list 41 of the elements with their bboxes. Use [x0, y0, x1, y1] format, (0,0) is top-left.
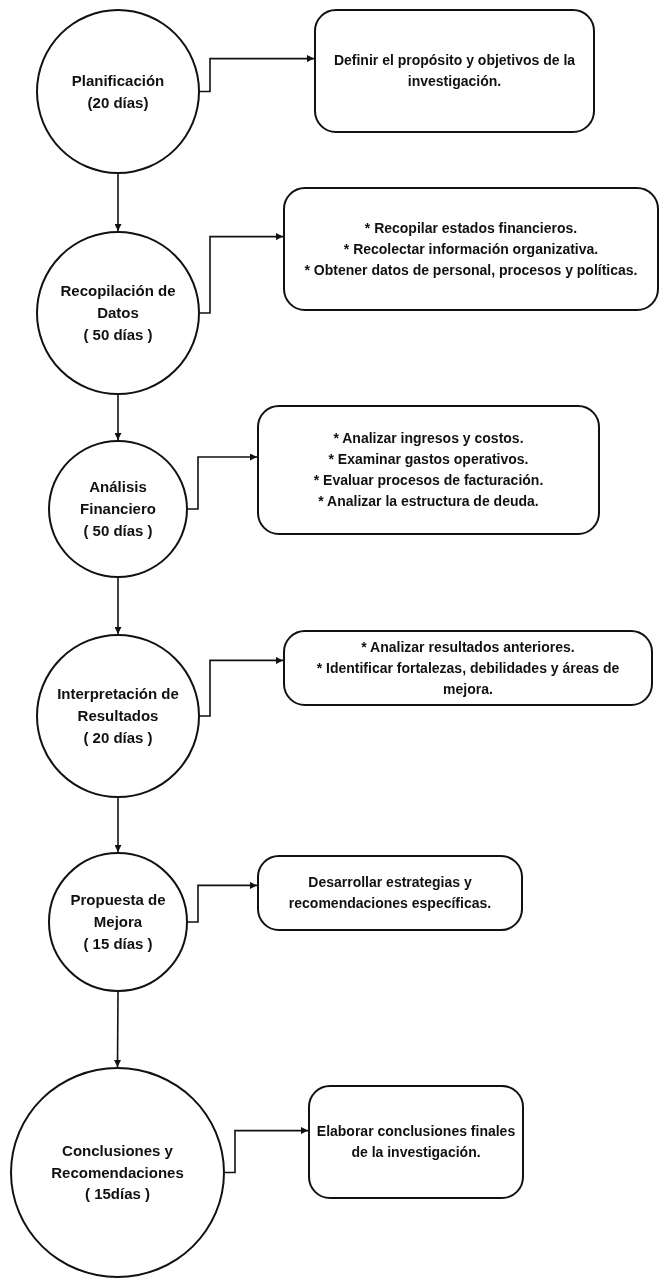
phase-duration: ( 50 días )	[83, 520, 153, 541]
task-box	[257, 855, 523, 931]
task-text: Elaborar conclusiones finales de la investigación.	[316, 1122, 516, 1162]
phase-duration: ( 50 días )	[83, 324, 153, 345]
phase-name: Planificación	[71, 70, 165, 91]
phase-duration: ( 15 días )	[83, 933, 153, 954]
task-text: * Analizar la estructura de deuda.	[318, 492, 539, 511]
task-box	[314, 9, 595, 133]
arrow	[199, 656, 284, 717]
arrow	[114, 991, 122, 1068]
arrow	[114, 394, 122, 441]
phase-name: Interpretación de Resultados	[56, 684, 180, 727]
task-text: Desarrollar estrategias y recomendaciones específicas.	[287, 873, 493, 913]
task-text: * Obtener datos de personal, procesos y políticas.	[304, 260, 638, 280]
arrow	[187, 881, 258, 923]
task-box	[257, 405, 600, 535]
phase-duration: ( 15días )	[85, 1184, 150, 1205]
task-text: * Identificar fortalezas, debilidades y áreas de mejora.	[315, 658, 621, 699]
task-text: * Recolectar información organizativa.	[343, 239, 599, 259]
task-text: * Analizar ingresos y costos.	[333, 429, 524, 448]
phase-name: Propuesta de Mejora	[69, 890, 167, 933]
phase-name: Análisis Financiero	[79, 477, 157, 520]
task-box	[308, 1085, 524, 1199]
task-box	[283, 630, 653, 706]
arrow	[199, 233, 284, 314]
arrow	[114, 577, 122, 635]
phase-duration: (20 días)	[87, 92, 149, 113]
task-text: * Examinar gastos operativos.	[328, 450, 529, 469]
task-text: * Evaluar procesos de facturación.	[313, 471, 544, 490]
arrow	[114, 173, 122, 232]
arrow	[224, 1127, 309, 1174]
task-box	[283, 187, 659, 311]
task-text: Definir el propósito y objetivos de la investigación.	[332, 51, 577, 91]
arrow	[199, 55, 315, 93]
task-text: * Recopilar estados financieros.	[364, 218, 578, 238]
phase-name: Recopilación de Datos	[59, 281, 177, 324]
task-text: * Analizar resultados anteriores.	[361, 637, 575, 657]
phase-duration: ( 20 días )	[83, 727, 153, 748]
arrow	[187, 453, 258, 510]
arrow	[114, 797, 122, 853]
phase-name: Conclusiones y Recomendaciones	[50, 1140, 185, 1183]
